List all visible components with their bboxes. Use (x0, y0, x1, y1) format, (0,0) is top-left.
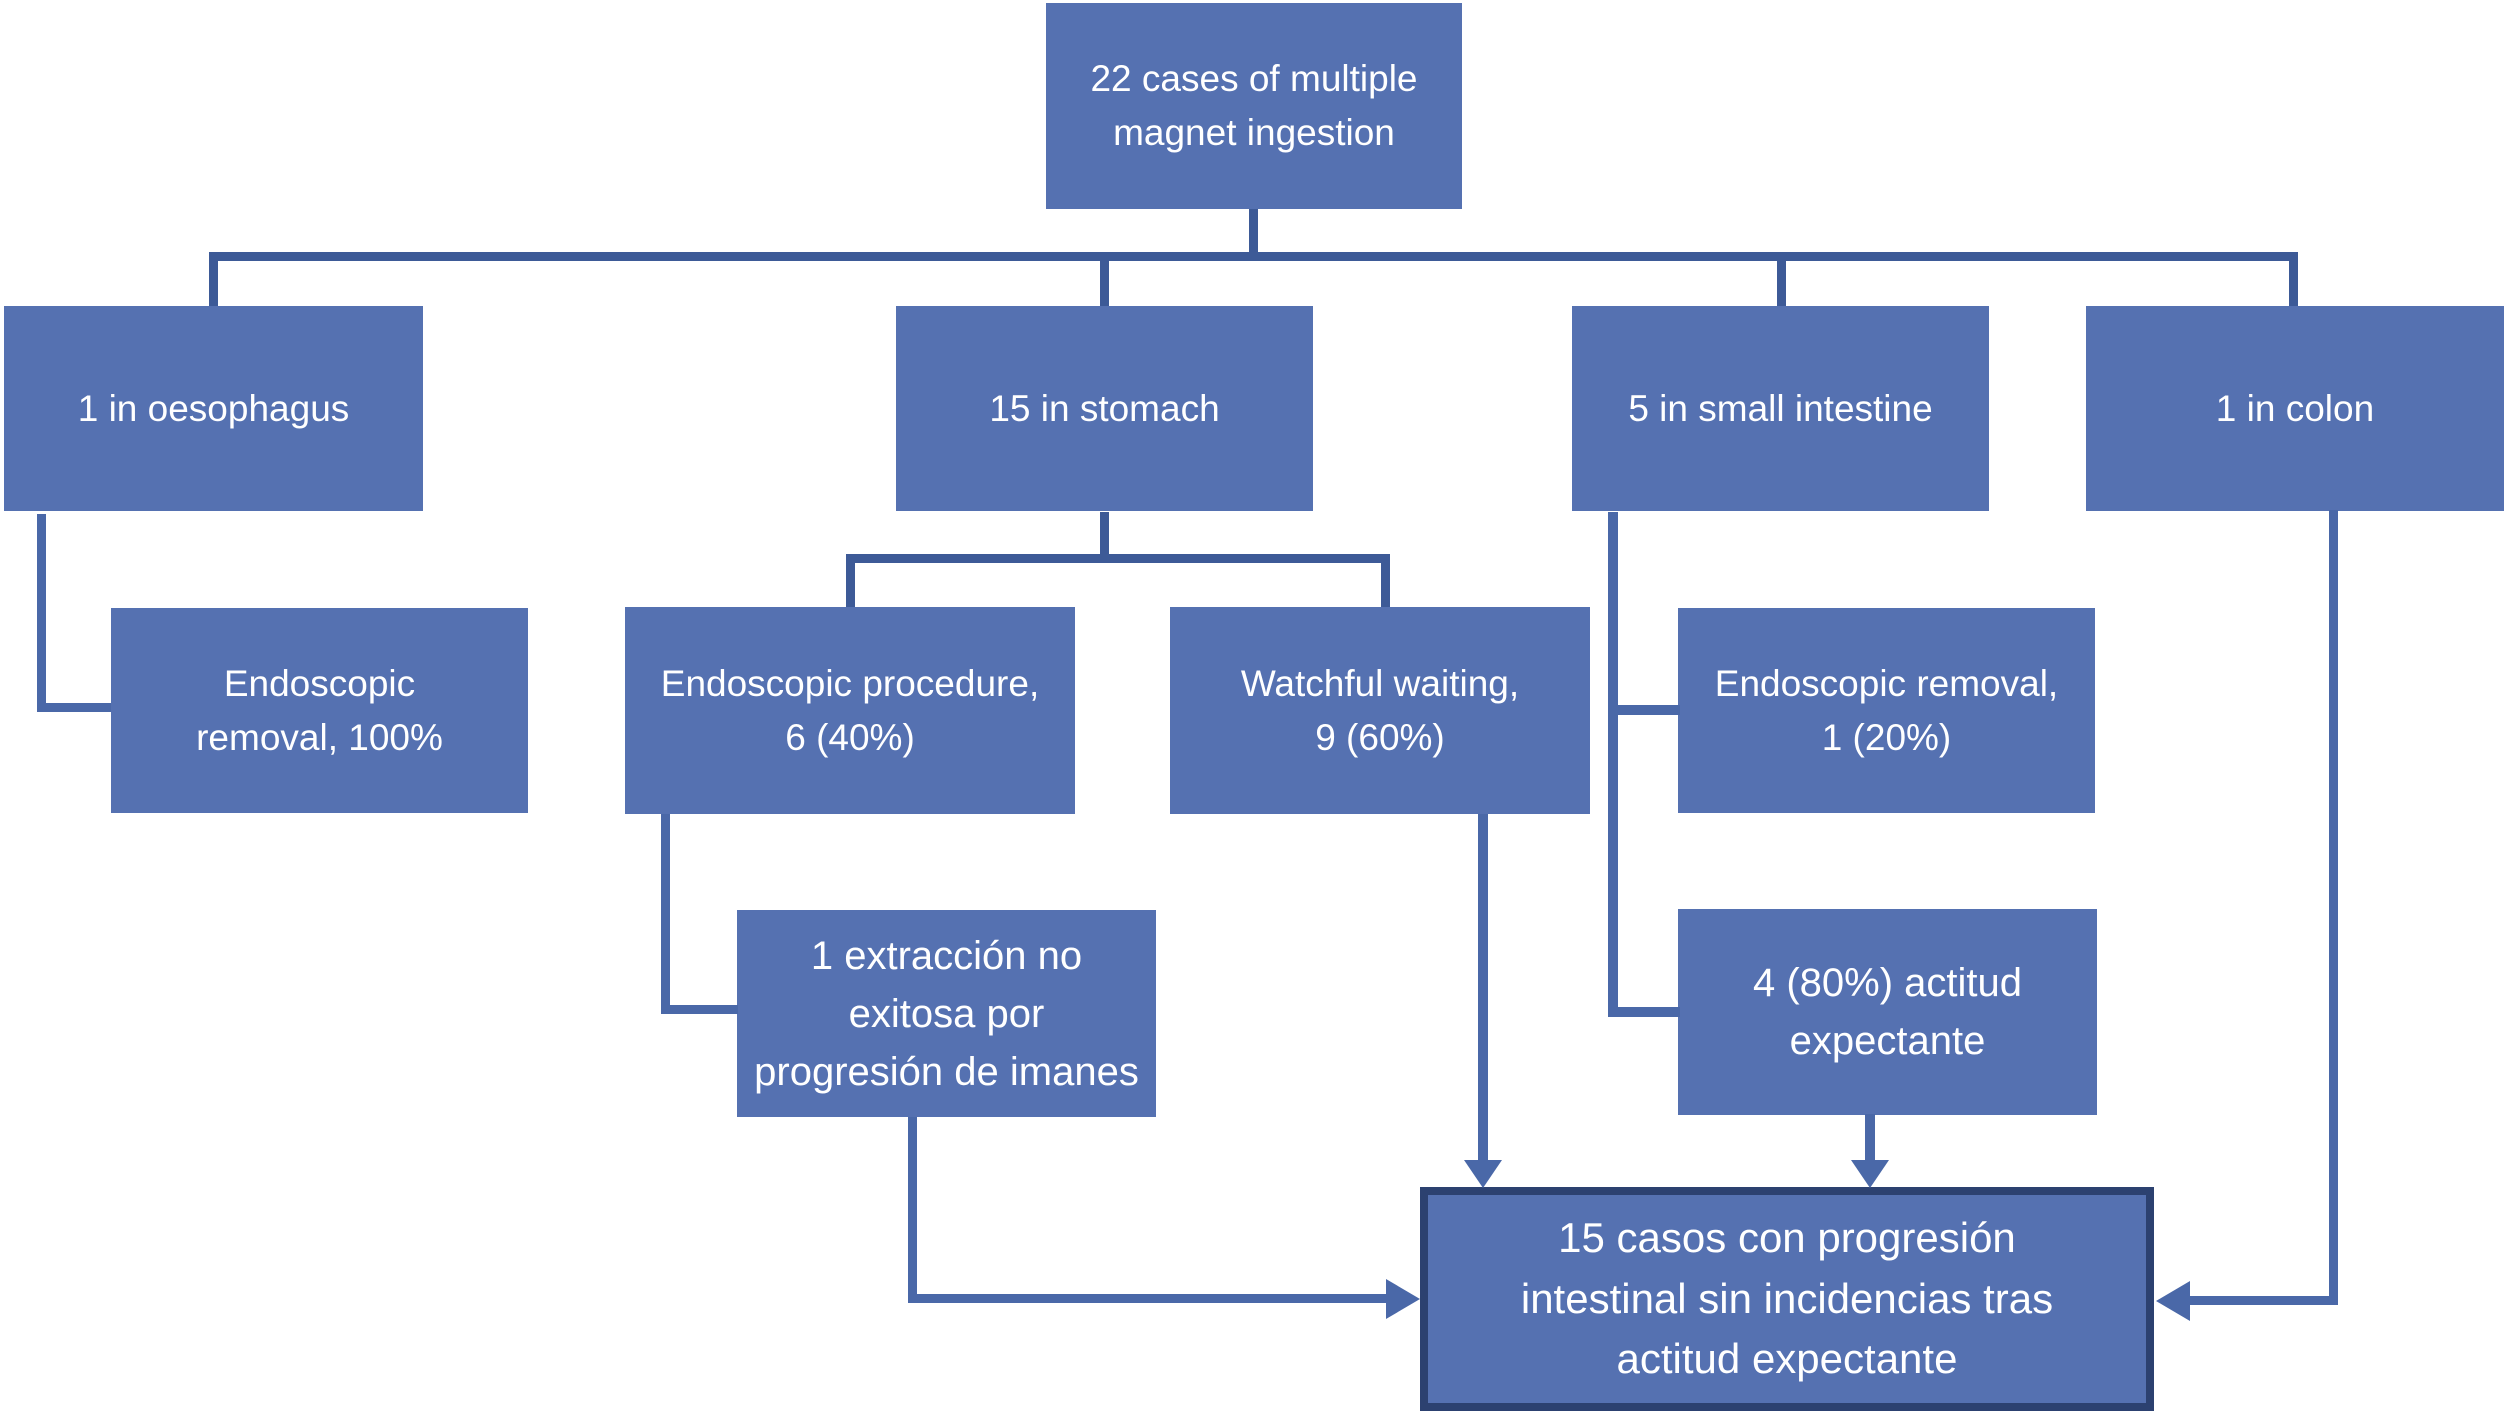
connector-drop-small-intestine (1777, 252, 1786, 306)
connector-oesophagus-elbow-vertical (37, 514, 46, 712)
arrow-colon-to-final-vertical (2329, 510, 2338, 1305)
connector-stomach-stem (1100, 512, 1109, 558)
arrow-extraccion-to-final-vertical (908, 1117, 917, 1303)
connector-root-rail (209, 252, 2298, 261)
arrowhead-extraccion-right-icon (1386, 1279, 1420, 1319)
arrowhead-watchful-down-icon (1464, 1160, 1502, 1188)
connector-drop-oesophagus (209, 252, 218, 306)
connector-drop-stomach (1100, 252, 1109, 306)
arrow-actitud-to-final-shaft (1865, 1114, 1875, 1161)
arrowhead-colon-left-icon (2156, 1281, 2190, 1321)
node-endoscopic-procedure: Endoscopic procedure, 6 (40%) (625, 607, 1075, 814)
connector-small-intestine-trunk (1608, 512, 1618, 1017)
connector-drop-endoscopic-procedure (846, 554, 855, 607)
node-endoscopic-removal-20: Endoscopic removal, 1 (20%) (1678, 608, 2095, 813)
connector-drop-watchful-waiting (1381, 554, 1390, 607)
node-oesophagus: 1 in oesophagus (4, 306, 423, 511)
node-extraccion-no-exitosa: 1 extracción no exitosa por progresión d… (737, 910, 1156, 1117)
connector-procedure-elbow-horizontal (661, 1005, 738, 1014)
arrow-extraccion-to-final-horizontal (908, 1294, 1386, 1303)
node-endoscopic-removal-100: Endoscopic removal, 100% (111, 608, 528, 813)
connector-stomach-rail (846, 554, 1390, 563)
connector-stub-actitud-expectante (1608, 1007, 1680, 1017)
arrowhead-actitud-down-icon (1851, 1160, 1889, 1188)
connector-stub-endoscopic-removal (1608, 705, 1680, 715)
node-22-cases-root: 22 cases of multiple magnet ingestion (1046, 3, 1462, 209)
arrow-watchful-to-final-shaft (1478, 814, 1488, 1161)
node-final-progression: 15 casos con progresión intestinal sin i… (1420, 1187, 2154, 1411)
node-actitud-expectante: 4 (80%) actitud expectante (1678, 909, 2097, 1115)
node-small-intestine: 5 in small intestine (1572, 306, 1989, 511)
node-watchful-waiting: Watchful waiting, 9 (60%) (1170, 607, 1590, 814)
arrow-colon-to-final-horizontal (2190, 1296, 2338, 1305)
connector-oesophagus-elbow-horizontal (37, 703, 111, 712)
connector-drop-colon (2289, 252, 2298, 306)
node-stomach: 15 in stomach (896, 306, 1313, 511)
connector-procedure-elbow-vertical (661, 814, 670, 1014)
connector-root-stem (1249, 209, 1258, 256)
node-colon: 1 in colon (2086, 306, 2504, 511)
